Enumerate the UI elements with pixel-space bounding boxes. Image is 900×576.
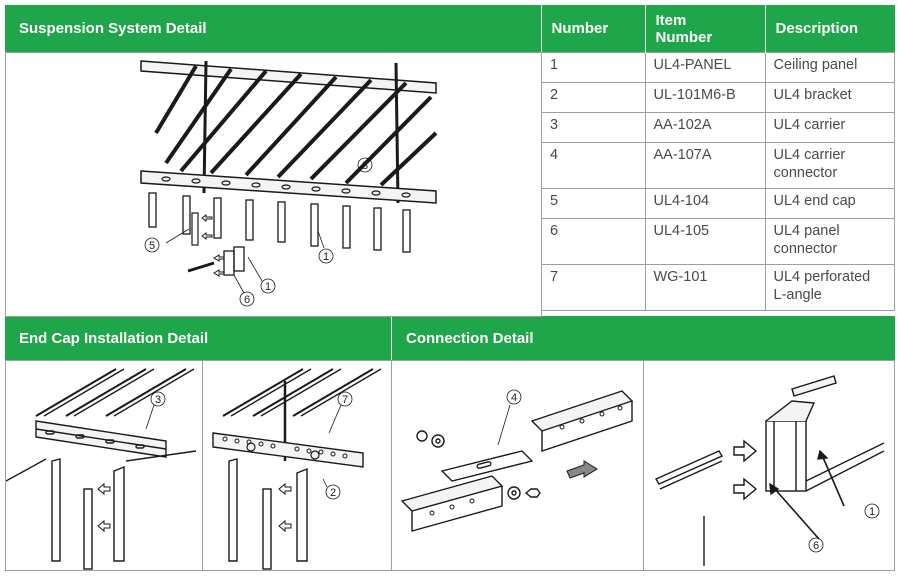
callout-1: 1: [323, 251, 329, 263]
parts-table: Number Item Number Description 1 UL4-PAN…: [541, 5, 895, 311]
connection-drawing-left: 4: [400, 389, 634, 532]
table-row: 6 UL4-105 UL4 panel connector: [541, 218, 895, 265]
suspension-header: Suspension System Detail: [5, 5, 541, 52]
callout-1-connection: 1: [869, 506, 875, 518]
suspension-title: Suspension System Detail: [19, 20, 207, 37]
col-number: Number: [541, 5, 646, 53]
table-row: 3 AA-102A UL4 carrier: [541, 112, 895, 143]
connection-title: Connection Detail: [406, 329, 534, 347]
connection-drawing-right: 1 6: [654, 375, 885, 566]
table-row: 1 UL4-PANEL Ceiling panel: [541, 52, 895, 83]
callout-6: 6: [244, 294, 250, 306]
connection-header: Connection Detail: [391, 316, 895, 360]
callout-7: 7: [342, 394, 348, 406]
endcap-header: End Cap Installation Detail: [5, 316, 391, 360]
callout-2: 2: [330, 487, 336, 499]
table-row: 2 UL-101M6-B UL4 bracket: [541, 82, 895, 113]
connection-frame-right: [643, 360, 895, 571]
callout-5: 5: [149, 240, 155, 252]
endcap-title: End Cap Installation Detail: [19, 329, 209, 347]
col-description: Description: [765, 5, 895, 53]
callout-6-connection: 6: [813, 540, 819, 552]
suspension-drawing: 3 1 5 1 6: [140, 60, 438, 307]
table-row: 7 WG-101 UL4 perforated L-angle: [541, 264, 895, 311]
callout-4: 4: [511, 392, 517, 404]
callout-1b: 1: [265, 281, 271, 293]
callout-3: 3: [362, 160, 368, 172]
endcap-drawing-left: 3: [6, 368, 197, 570]
col-item-number: Item Number: [645, 5, 766, 53]
endcap-drawing-right: 7 2: [212, 368, 382, 570]
table-row: 4 AA-107A UL4 carrier connector: [541, 142, 895, 189]
table-row: 5 UL4-104 UL4 end cap: [541, 188, 895, 219]
callout-3-endcap: 3: [155, 394, 161, 406]
table-header-row: Number Item Number Description: [541, 5, 895, 53]
